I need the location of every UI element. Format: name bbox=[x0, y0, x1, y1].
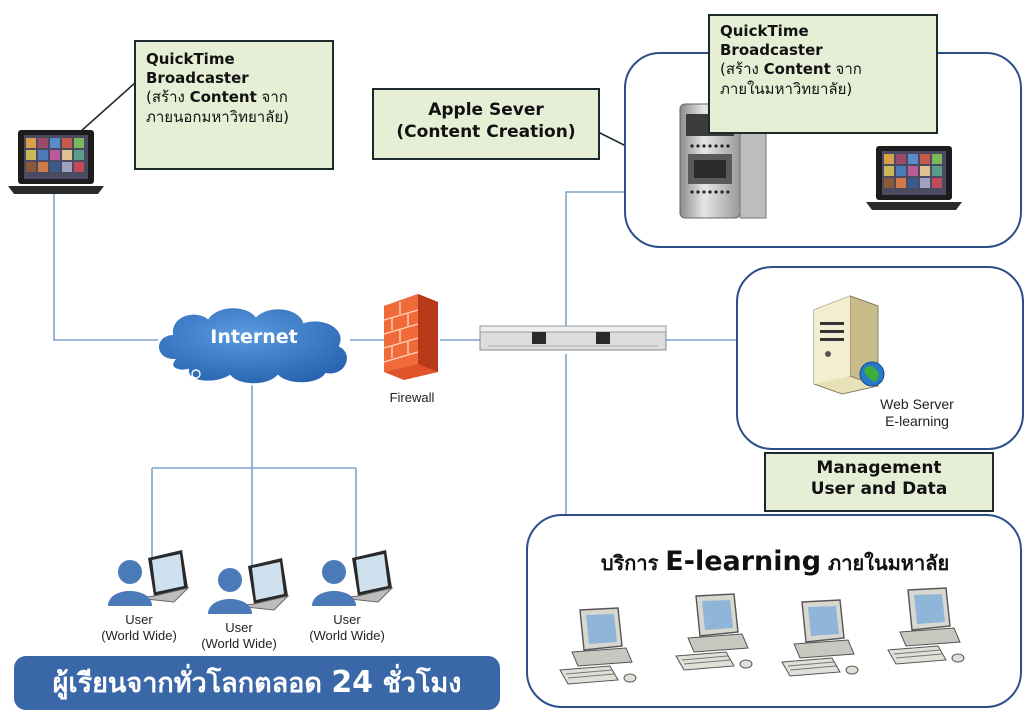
user-line1: User bbox=[333, 612, 361, 627]
elearning-prefix: บริการ bbox=[600, 551, 666, 575]
qt-internal-desc-line2: ภายในมหาวิทยาลัย) bbox=[720, 79, 853, 98]
desktop-computer-icon bbox=[781, 599, 859, 677]
qt-internal-desc-bold: Content bbox=[763, 60, 831, 79]
banner-prefix: ผู้เรียนจากทั่วโลกตลอด bbox=[52, 668, 332, 699]
web-server-line2: E-learning bbox=[885, 412, 949, 429]
network-switch-icon bbox=[479, 325, 667, 351]
elearning-suffix: ภายในมหาลัย bbox=[821, 551, 950, 575]
firewall-icon bbox=[383, 294, 438, 380]
desktop-computer-icon bbox=[675, 593, 753, 671]
user-node: User (World Wide) bbox=[196, 558, 316, 658]
management-line2: User and Data bbox=[810, 479, 948, 500]
web-server-icon bbox=[813, 295, 885, 395]
desktop-computer-icon bbox=[559, 607, 637, 685]
user-laptop-icon bbox=[108, 550, 190, 606]
qt-external-title1: QuickTime bbox=[146, 50, 235, 68]
user-label: User (World Wide) bbox=[96, 612, 182, 643]
user-label: User (World Wide) bbox=[302, 612, 392, 643]
apple-server-line2: (Content Creation) bbox=[396, 121, 576, 142]
qt-internal-desc-prefix: (สร้าง bbox=[720, 60, 764, 79]
banner-bold: 24 bbox=[331, 665, 374, 700]
internet-label: Internet bbox=[210, 326, 298, 348]
user-node: User (World Wide) bbox=[300, 550, 420, 650]
management-note: Management User and Data bbox=[764, 452, 994, 512]
quicktime-external-note: QuickTime Broadcaster (สร้าง Content จาก… bbox=[134, 40, 334, 170]
web-server-label: Web Server E-learning bbox=[852, 396, 982, 430]
laptop-icon bbox=[866, 146, 962, 210]
user-line2: (World Wide) bbox=[101, 627, 177, 643]
user-line1: User bbox=[225, 620, 253, 635]
user-line2: (World Wide) bbox=[201, 635, 277, 651]
qt-external-desc-prefix: (สร้าง bbox=[146, 88, 190, 107]
qt-external-desc-suffix: จาก bbox=[256, 88, 288, 107]
internet-cloud-icon bbox=[157, 306, 349, 388]
management-line1: Management bbox=[816, 458, 942, 478]
user-node: User (World Wide) bbox=[96, 550, 216, 650]
web-server-group-box bbox=[736, 266, 1024, 450]
user-laptop-icon bbox=[312, 550, 394, 606]
qt-external-title2: Broadcaster bbox=[146, 69, 249, 88]
web-server-line1: Web Server bbox=[880, 396, 954, 412]
qt-external-desc-bold: Content bbox=[189, 88, 257, 107]
qt-external-desc: (สร้าง Content จาก bbox=[146, 88, 322, 107]
apple-server-line1: Apple Sever bbox=[428, 100, 544, 120]
banner-suffix: ชั่วโมง bbox=[373, 668, 462, 699]
elearning-bold: E-learning bbox=[665, 546, 822, 577]
elearning-title: บริการ E-learning ภายในมหาลัย bbox=[540, 546, 1010, 579]
quicktime-internal-note: QuickTime Broadcaster (สร้าง Content จาก… bbox=[708, 14, 938, 134]
apple-server-note: Apple Sever (Content Creation) bbox=[372, 88, 600, 160]
qt-internal-title2: Broadcaster bbox=[720, 41, 823, 60]
qt-internal-title1: QuickTime bbox=[720, 22, 809, 40]
user-laptop-icon bbox=[208, 558, 290, 614]
user-line1: User bbox=[125, 612, 153, 627]
desktop-computer-icon bbox=[887, 587, 965, 665]
firewall-label: Firewall bbox=[389, 390, 435, 405]
user-line2: (World Wide) bbox=[309, 627, 385, 643]
world-learners-banner: ผู้เรียนจากทั่วโลกตลอด 24 ชั่วโมง bbox=[14, 656, 500, 710]
laptop-icon bbox=[8, 130, 104, 194]
qt-external-desc-line2: ภายนอกมหาวิทยาลัย) bbox=[146, 107, 289, 126]
qt-internal-desc-suffix: จาก bbox=[830, 60, 862, 79]
qt-internal-desc: (สร้าง Content จาก bbox=[720, 60, 926, 79]
user-label: User (World Wide) bbox=[196, 620, 282, 651]
